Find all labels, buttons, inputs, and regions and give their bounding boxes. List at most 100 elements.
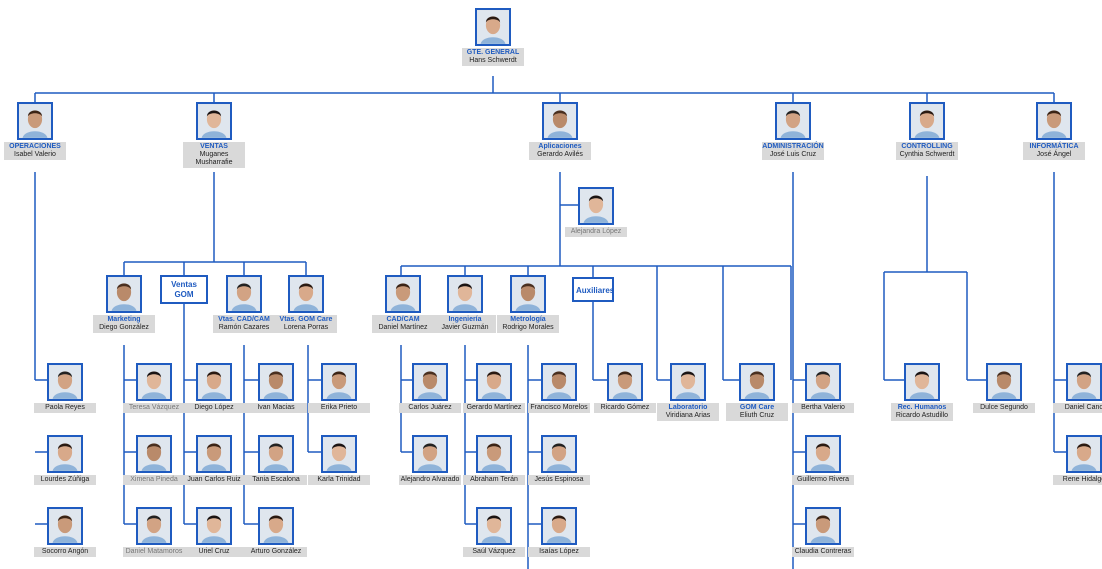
person-name: Diego López <box>194 404 234 411</box>
person-name: Isaías López <box>539 548 579 555</box>
person-photo <box>541 363 577 401</box>
person-name: Gerardo Avilés <box>537 151 583 158</box>
person-title: GOM Care <box>739 404 775 411</box>
person-photo <box>258 363 294 401</box>
person-name: Francisco Morelos <box>530 404 588 411</box>
person-photo <box>47 363 83 401</box>
person-title: Aplicaciones <box>538 143 582 150</box>
person-title: CAD/CAM <box>386 316 420 323</box>
person-photo <box>258 507 294 545</box>
person-name: Dulce Segundo <box>980 404 1028 411</box>
auxiliares-box: Auxiliares <box>572 277 614 302</box>
person-label: Uriel Cruz <box>183 547 245 557</box>
person-photo <box>909 102 945 140</box>
person-photo <box>258 435 294 473</box>
person-name: Alejandra López <box>570 228 622 235</box>
person-label: Juan Carlos Ruiz <box>183 475 245 485</box>
person-photo <box>226 275 262 313</box>
person-photo <box>775 102 811 140</box>
person-title: OPERACIONES <box>9 143 61 150</box>
person-name: Saúl Vázquez <box>472 548 516 555</box>
person-label: Teresa Vázquez <box>123 403 185 413</box>
person-photo <box>136 363 172 401</box>
person-label: Claudia Contreras <box>792 547 854 557</box>
person-title: Metrología <box>510 316 546 323</box>
person-name: Claudia Contreras <box>794 548 852 555</box>
person-photo <box>739 363 775 401</box>
person-label: Bertha Valerio <box>792 403 854 413</box>
person-name: Daniel Cano <box>1064 404 1102 411</box>
person-name: Ramón Cazares <box>218 324 270 331</box>
ventas-gom-box: Ventas GOM <box>160 275 208 304</box>
person-name: Eliuth Cruz <box>739 412 775 419</box>
person-photo <box>385 275 421 313</box>
person-title: Laboratorio <box>668 404 708 411</box>
person-name: José Luis Cruz <box>769 151 817 158</box>
person-label: Daniel Matamoros <box>123 547 185 557</box>
person-photo <box>136 507 172 545</box>
person-photo <box>321 435 357 473</box>
person-name: Daniel Matamoros <box>125 548 183 555</box>
person-title: ADMINISTRACIÓN <box>762 143 824 150</box>
person-name: Ricardo Gómez <box>600 404 650 411</box>
person-photo <box>805 435 841 473</box>
person-label: Jesús Espinosa <box>528 475 590 485</box>
person-name: Diego González <box>99 324 149 331</box>
person-label: Carlos Juárez <box>399 403 461 413</box>
person-title: Marketing <box>107 316 141 323</box>
person-photo <box>196 435 232 473</box>
person-name: Abraham Terán <box>470 476 518 483</box>
person-name: Ricardo Astudillo <box>895 412 949 419</box>
person-photo <box>47 435 83 473</box>
person-photo <box>1066 363 1102 401</box>
person-label: Diego López <box>183 403 245 413</box>
person-title: VENTAS <box>200 143 228 150</box>
person-label: Rene Hidalgo <box>1053 475 1102 485</box>
person-photo <box>578 187 614 225</box>
person-photo <box>106 275 142 313</box>
person-name: Cynthia Schwerdt <box>899 151 955 158</box>
person-label: Abraham Terán <box>463 475 525 485</box>
person-photo <box>670 363 706 401</box>
person-label: Karla Trinidad <box>308 475 370 485</box>
person-label: Alejandra López <box>565 227 627 237</box>
person-label: Saúl Vázquez <box>463 547 525 557</box>
person-photo <box>447 275 483 313</box>
person-name: Rene Hidalgo <box>1062 476 1102 483</box>
person-title: CONTROLLING <box>901 143 953 150</box>
person-photo <box>1066 435 1102 473</box>
person-title: Vtas. GOM Care <box>279 316 333 323</box>
person-label: Socorro Angón <box>34 547 96 557</box>
person-name: Carlos Juárez <box>408 404 452 411</box>
person-photo <box>412 435 448 473</box>
person-photo <box>805 507 841 545</box>
person-photo <box>1036 102 1072 140</box>
person-label: Tania Escalona <box>245 475 307 485</box>
person-name: Teresa Vázquez <box>128 404 180 411</box>
person-name: Javier Guzmán <box>441 324 489 331</box>
person-photo <box>196 363 232 401</box>
person-label: Isaías López <box>528 547 590 557</box>
person-name: Rodrigo Morales <box>502 324 554 331</box>
person-label: Alejandro Alvarado <box>399 475 461 485</box>
person-name: José Ángel <box>1036 151 1072 158</box>
person-photo <box>607 363 643 401</box>
person-name: Guillermo Rivera <box>796 476 850 483</box>
person-photo <box>17 102 53 140</box>
person-photo <box>136 435 172 473</box>
person-name: Socorro Angón <box>41 548 89 555</box>
person-label: Francisco Morelos <box>528 403 590 413</box>
